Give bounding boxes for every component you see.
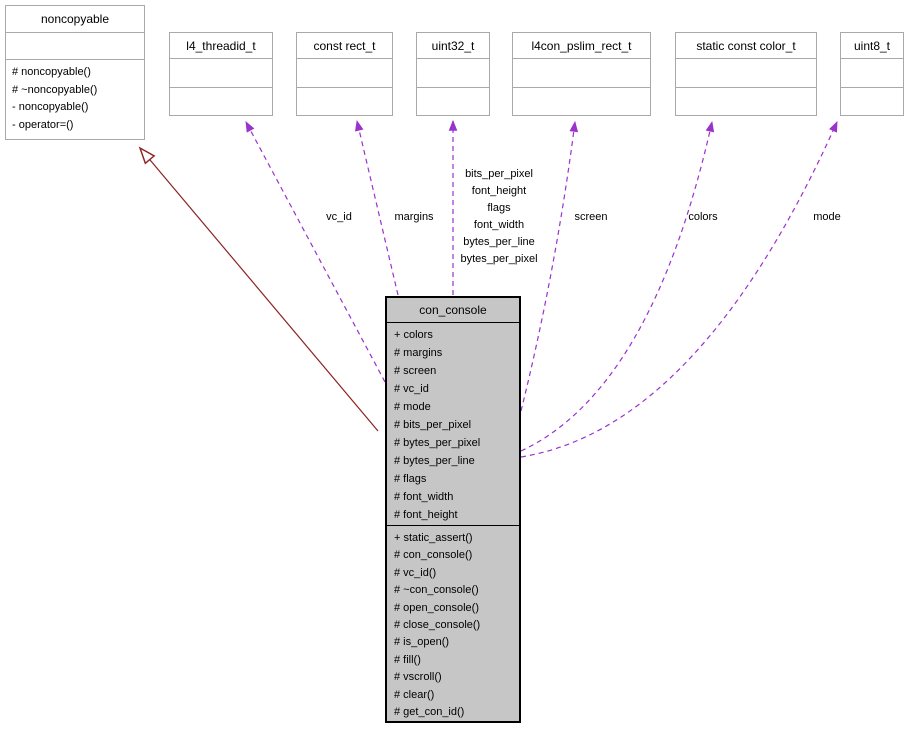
class-box-l4-threadid-t[interactable]: l4_threadid_t <box>169 32 273 116</box>
edge-usage-vc-id <box>245 121 386 383</box>
member-row: bytes_per_line <box>463 236 535 248</box>
member-row: # margins <box>394 347 443 359</box>
attributes-compartment <box>170 59 272 88</box>
edge-inheritance-noncopyable <box>140 148 379 432</box>
member-row: # ~noncopyable() <box>12 83 98 96</box>
class-title: noncopyable <box>6 6 144 33</box>
class-title: l4_threadid_t <box>170 33 272 59</box>
class-title: l4con_pslim_rect_t <box>513 33 650 59</box>
edge-usage-mode <box>520 121 838 458</box>
member-row: bytes_per_pixel <box>460 253 538 265</box>
edge-usage-screen <box>520 120 579 412</box>
attributes-compartment: + colors # margins # screen # vc_id # mode # … <box>387 323 519 526</box>
member-row: # font_width <box>394 491 454 503</box>
edge-label-vc-id: vc_id <box>326 211 352 223</box>
class-box-noncopyable[interactable]: noncopyable # noncopyable() # ~noncopyabl… <box>5 5 145 140</box>
class-box-static-const-color-t[interactable]: static const color_t <box>675 32 817 116</box>
member-row: # screen <box>394 365 437 377</box>
class-box-con-console[interactable]: con_console + colors # margins # screen # v… <box>385 296 521 723</box>
member-row: # clear() <box>394 688 435 701</box>
attributes-compartment <box>6 33 144 60</box>
class-box-uint32-t[interactable]: uint32_t <box>416 32 490 116</box>
methods-compartment: # noncopyable() # ~noncopyable() - noncopy… <box>6 60 144 134</box>
member-row: # is_open() <box>394 636 450 649</box>
methods-compartment: + static_assert() # con_console() # vc_id(… <box>387 526 519 721</box>
member-row: # mode <box>394 401 431 413</box>
attributes-compartment <box>676 59 816 88</box>
class-title: uint32_t <box>417 33 489 59</box>
attributes-compartment <box>297 59 392 88</box>
class-box-uint8-t[interactable]: uint8_t <box>840 32 904 116</box>
attributes-compartment <box>417 59 489 88</box>
edge-label-screen: screen <box>574 211 608 223</box>
member-row: font_width <box>473 219 525 231</box>
member-row: # font_height <box>394 509 458 521</box>
member-row: # bits_per_pixel <box>394 419 472 431</box>
member-row: - noncopyable() <box>12 101 89 113</box>
member-row: + colors <box>394 329 433 341</box>
member-row: # flags <box>394 473 427 485</box>
class-box-const-rect-t[interactable]: const rect_t <box>296 32 393 116</box>
edge-label-colors: colors <box>688 211 718 223</box>
member-row: # vc_id() <box>394 566 437 579</box>
edge-label-mode: mode <box>813 211 841 223</box>
attributes-compartment <box>841 59 903 88</box>
member-row: # ~con_console() <box>394 584 479 597</box>
member-row: - operator=() <box>12 118 74 131</box>
member-row: bits_per_pixel <box>465 168 533 180</box>
class-title: static const color_t <box>676 33 816 59</box>
attributes-compartment <box>513 59 650 88</box>
edge-usage-margins <box>355 119 399 296</box>
class-title: uint8_t <box>841 33 903 59</box>
edge-usage-colors <box>520 120 715 452</box>
class-box-l4con-pslim-rect-t[interactable]: l4con_pslim_rect_t <box>512 32 651 116</box>
member-row: + static_assert() <box>394 532 473 544</box>
member-row: # get_con_id() <box>394 706 465 719</box>
member-row: # noncopyable() <box>12 66 91 78</box>
member-row: flags <box>487 202 511 214</box>
class-title: con_console <box>387 298 519 323</box>
edge-label-margins: margins <box>394 211 434 223</box>
member-row: # vc_id <box>394 383 429 395</box>
member-row: # con_console() <box>394 549 473 562</box>
member-row: # bytes_per_pixel <box>394 437 481 449</box>
member-row: # vscroll() <box>394 671 442 684</box>
class-title: const rect_t <box>297 33 392 59</box>
member-row: # open_console() <box>394 601 480 614</box>
member-row: # fill() <box>394 653 421 666</box>
member-row: # close_console() <box>394 619 481 632</box>
member-row: font_height <box>471 185 527 197</box>
member-row: # bytes_per_line <box>394 455 475 467</box>
